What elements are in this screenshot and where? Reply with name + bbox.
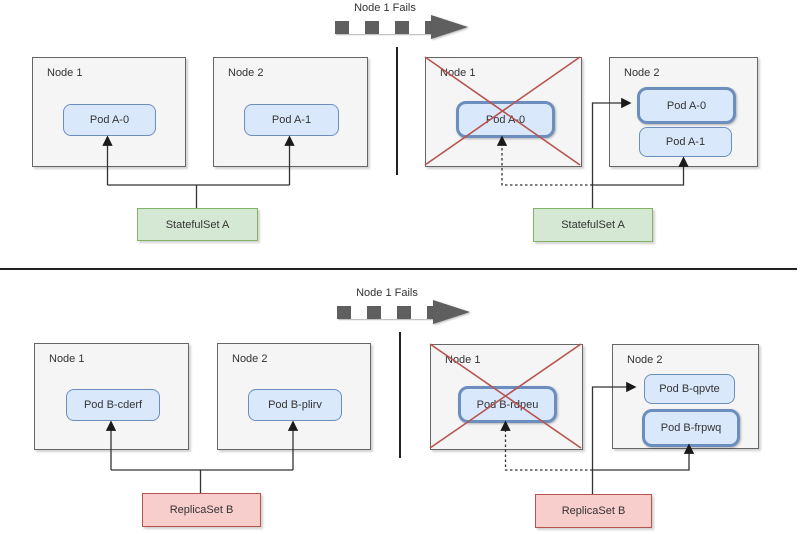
section-separator: [0, 268, 797, 270]
pod-b-rdpeu-failed: Pod B-rdpeu: [458, 386, 557, 423]
top-fail-label: Node 1 Fails: [354, 2, 416, 14]
pod-a-1: Pod A-1: [244, 104, 339, 136]
top-before-node2: Node 2 Pod A-1: [213, 57, 368, 167]
bottom-after-node1-failed: Node 1 Pod B-rdpeu: [430, 344, 583, 450]
node-title: Node 1: [49, 353, 85, 365]
top-fail-arrow-icon: [335, 15, 468, 39]
node-title: Node 1: [445, 354, 481, 366]
pod-a-0-rescheduled: Pod A-0: [637, 87, 736, 124]
replicaset-b-before: ReplicaSet B: [142, 493, 261, 527]
node-title: Node 2: [228, 67, 264, 79]
bottom-fail-arrow-icon: [337, 300, 470, 324]
node-title: Node 1: [440, 67, 476, 79]
striped-arrow-head: [433, 300, 470, 324]
striped-arrow-head: [431, 15, 468, 39]
striped-arrow-bar: [337, 305, 433, 319]
pod-b-plirv: Pod B-plirv: [248, 389, 342, 421]
pod-a-0-failed: Pod A-0: [456, 101, 555, 138]
pod-a-0: Pod A-0: [63, 104, 156, 136]
top-before-node1: Node 1 Pod A-0: [32, 57, 186, 167]
pod-b-frpwq-new: Pod B-frpwq: [642, 409, 740, 447]
top-after-node2: Node 2 Pod A-0 Pod A-1: [609, 57, 758, 167]
striped-arrow-bar: [335, 20, 431, 34]
bottom-before-node1: Node 1 Pod B-cderf: [34, 343, 189, 450]
bottom-before-node2: Node 2 Pod B-plirv: [217, 343, 371, 450]
pod-b-qpvte: Pod B-qpvte: [644, 374, 735, 404]
replicaset-b-after: ReplicaSet B: [535, 494, 652, 528]
pod-a-1: Pod A-1: [639, 127, 732, 157]
top-after-node1-failed: Node 1 Pod A-0: [425, 57, 582, 167]
statefulset-a-before: StatefulSet A: [137, 208, 258, 241]
node-title: Node 2: [624, 67, 660, 79]
statefulset-a-after: StatefulSet A: [533, 208, 653, 242]
node-title: Node 2: [627, 354, 663, 366]
bottom-before-after-divider: [399, 332, 401, 458]
node-title: Node 2: [232, 353, 268, 365]
pod-b-cderf: Pod B-cderf: [66, 389, 160, 421]
node-title: Node 1: [47, 67, 83, 79]
bottom-fail-label: Node 1 Fails: [356, 287, 418, 299]
bottom-after-node2: Node 2 Pod B-qpvte Pod B-frpwq: [612, 344, 759, 449]
top-before-after-divider: [396, 47, 398, 175]
